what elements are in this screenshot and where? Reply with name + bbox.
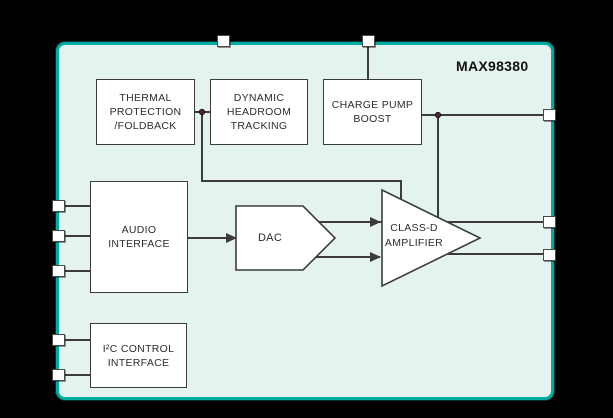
dac-shape <box>235 205 337 271</box>
block-label: AUDIO <box>121 224 157 236</box>
block-label: THERMAL <box>119 92 172 104</box>
pin-right-3 <box>543 249 556 261</box>
pin-top-2 <box>362 35 375 47</box>
junction-dot-charge-pump <box>434 111 442 119</box>
block-label: INTERFACE <box>107 356 170 369</box>
block-label: INTERFACE <box>108 238 170 250</box>
junction-dot-thermal <box>198 108 206 116</box>
block-label: HEADROOM <box>226 106 292 118</box>
arrowhead-into-amp-bottom <box>370 252 381 262</box>
block-label: /FOLDBACK <box>114 120 177 132</box>
pin-left-3 <box>52 265 65 277</box>
block-audio-interface: AUDIO INTERFACE <box>90 181 188 293</box>
pin-left-5 <box>52 369 65 381</box>
class-d-amplifier-shape <box>381 188 482 288</box>
part-number-label: MAX98380 <box>456 58 529 74</box>
class-d-amplifier-label: CLASS-D AMPLIFIER <box>380 221 448 250</box>
arrowhead-into-dac <box>226 233 237 243</box>
block-label: CHARGE PUMP <box>331 99 414 111</box>
pin-right-1 <box>543 109 556 121</box>
pin-right-2 <box>543 216 556 228</box>
block-dynamic-headroom-tracking: DYNAMIC HEADROOM TRACKING <box>210 79 308 145</box>
block-label: PROTECTION <box>109 106 182 118</box>
pin-left-1 <box>52 200 65 212</box>
wire-dht-to-amp-control <box>201 112 402 200</box>
block-thermal-protection: THERMAL PROTECTION /FOLDBACK <box>96 79 195 145</box>
block-label: DYNAMIC <box>233 92 285 104</box>
block-label: TRACKING <box>230 120 288 132</box>
pin-top-1 <box>217 35 230 47</box>
pin-left-4 <box>52 334 65 346</box>
block-i2c-control-interface: I²C CONTROL INTERFACE <box>90 323 187 388</box>
arrowhead-into-amp-top <box>370 217 381 227</box>
block-charge-pump-boost: CHARGE PUMP BOOST <box>323 79 422 145</box>
amp-label-line: AMPLIFIER <box>384 236 444 249</box>
block-label: BOOST <box>353 113 392 125</box>
amp-label-line: CLASS-D <box>390 222 438 234</box>
block-label: I²C CONTROL <box>102 342 175 355</box>
dac-label: DAC <box>257 232 283 244</box>
pin-left-2 <box>52 230 65 242</box>
